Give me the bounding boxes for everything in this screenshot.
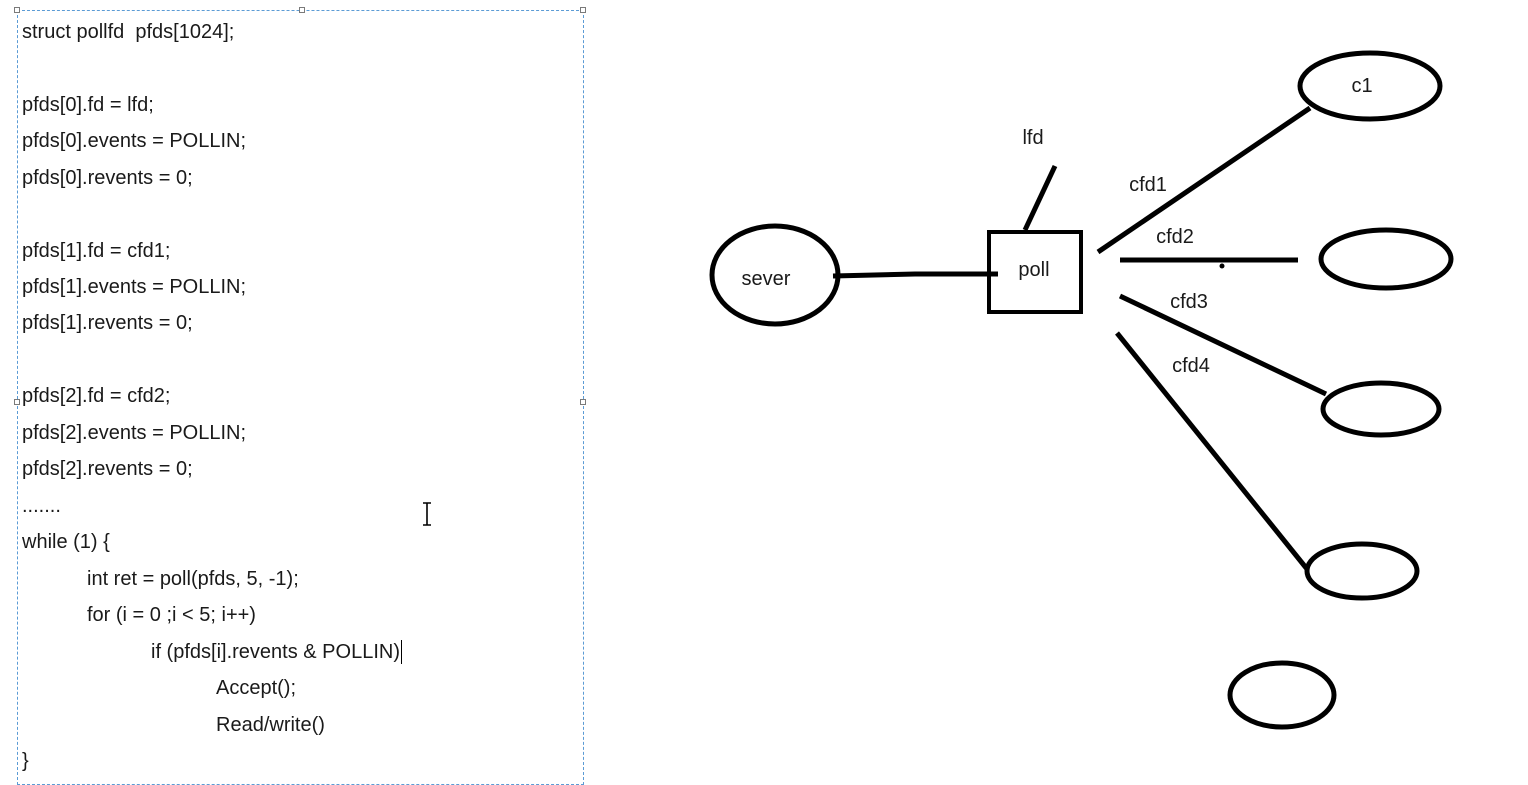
lfd-label: lfd [1022,127,1043,149]
cfd3-connection [1118,293,1328,397]
resize-handle-middle-right[interactable] [580,399,586,405]
code-line: Read/write() [216,714,325,736]
client-node-2[interactable] [1318,227,1454,291]
cfd1-label: cfd1 [1129,174,1167,196]
client-node-3[interactable] [1320,380,1442,438]
code-block[interactable]: struct pollfd pfds[1024]; pfds[0].fd = l… [22,0,582,779]
resize-handle-top-center[interactable] [299,7,305,13]
code-line: pfds[2].revents = 0; [22,458,193,480]
cfd2-label: cfd2 [1156,226,1194,248]
cfd1-connection [1096,105,1312,255]
code-line: pfds[2].fd = cfd2; [22,385,171,407]
resize-handle-top-left[interactable] [14,7,20,13]
code-line: } [22,750,29,772]
poll-label: poll [1018,259,1049,281]
code-line: pfds[1].events = POLLIN; [22,276,247,298]
client-node-4[interactable] [1304,541,1420,601]
server-label: sever [742,268,791,290]
code-line: pfds[0].events = POLLIN; [22,130,247,152]
lfd-connection [1022,164,1058,232]
client-node-5[interactable] [1227,660,1337,730]
code-line: while (1) { [22,531,110,553]
resize-handle-middle-left[interactable] [14,399,20,405]
line-dot [1219,263,1225,269]
code-line-text: if (pfds[i].revents & POLLIN) [151,641,400,663]
code-line: Accept(); [216,677,297,699]
poll-node[interactable] [987,230,1083,314]
cfd4-connection [1115,331,1309,571]
resize-handle-top-right[interactable] [580,7,586,13]
code-line: int ret = poll(pfds, 5, -1); [87,568,299,590]
client-node-c1[interactable] [1297,50,1443,122]
cfd4-label: cfd4 [1172,355,1210,377]
cfd3-label: cfd3 [1170,291,1208,313]
ibeam-cursor-icon [423,502,431,526]
code-line: pfds[0].revents = 0; [22,167,193,189]
code-line: for (i = 0 ;i < 5; i++) [87,604,256,626]
code-line: pfds[2].events = POLLIN; [22,422,247,444]
code-line: pfds[0].fd = lfd; [22,94,154,116]
code-line: pfds[1].revents = 0; [22,312,193,334]
c1-label: c1 [1351,75,1372,97]
code-line: ....... [22,495,61,517]
code-line: pfds[1].fd = cfd1; [22,240,171,262]
text-caret [400,640,403,664]
code-line: struct pollfd pfds[1024]; [22,21,235,43]
server-poll-connection [832,271,998,279]
code-line-with-caret: if (pfds[i].revents & POLLIN) [151,640,403,664]
